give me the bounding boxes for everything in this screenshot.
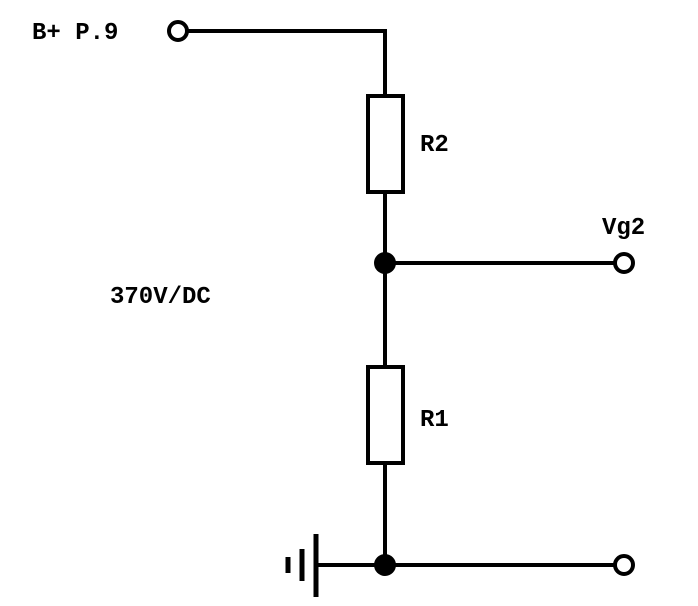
ground-output-terminal <box>613 554 635 576</box>
ground-icon <box>285 534 319 597</box>
supply-wire <box>187 29 387 98</box>
tap-junction-dot <box>374 252 396 274</box>
resistor-r2-label: R2 <box>420 132 449 159</box>
voltage-label: 370V/DC <box>110 284 211 311</box>
tap-output-label: Vg2 <box>602 215 645 242</box>
supply-terminal <box>167 20 189 42</box>
ground-junction-dot <box>374 554 396 576</box>
supply-label: B+ P.9 <box>32 20 118 47</box>
tap-output-terminal <box>613 252 635 274</box>
resistor-r1 <box>366 365 405 465</box>
resistor-r1-label: R1 <box>420 407 449 434</box>
resistor-r2 <box>366 94 405 194</box>
